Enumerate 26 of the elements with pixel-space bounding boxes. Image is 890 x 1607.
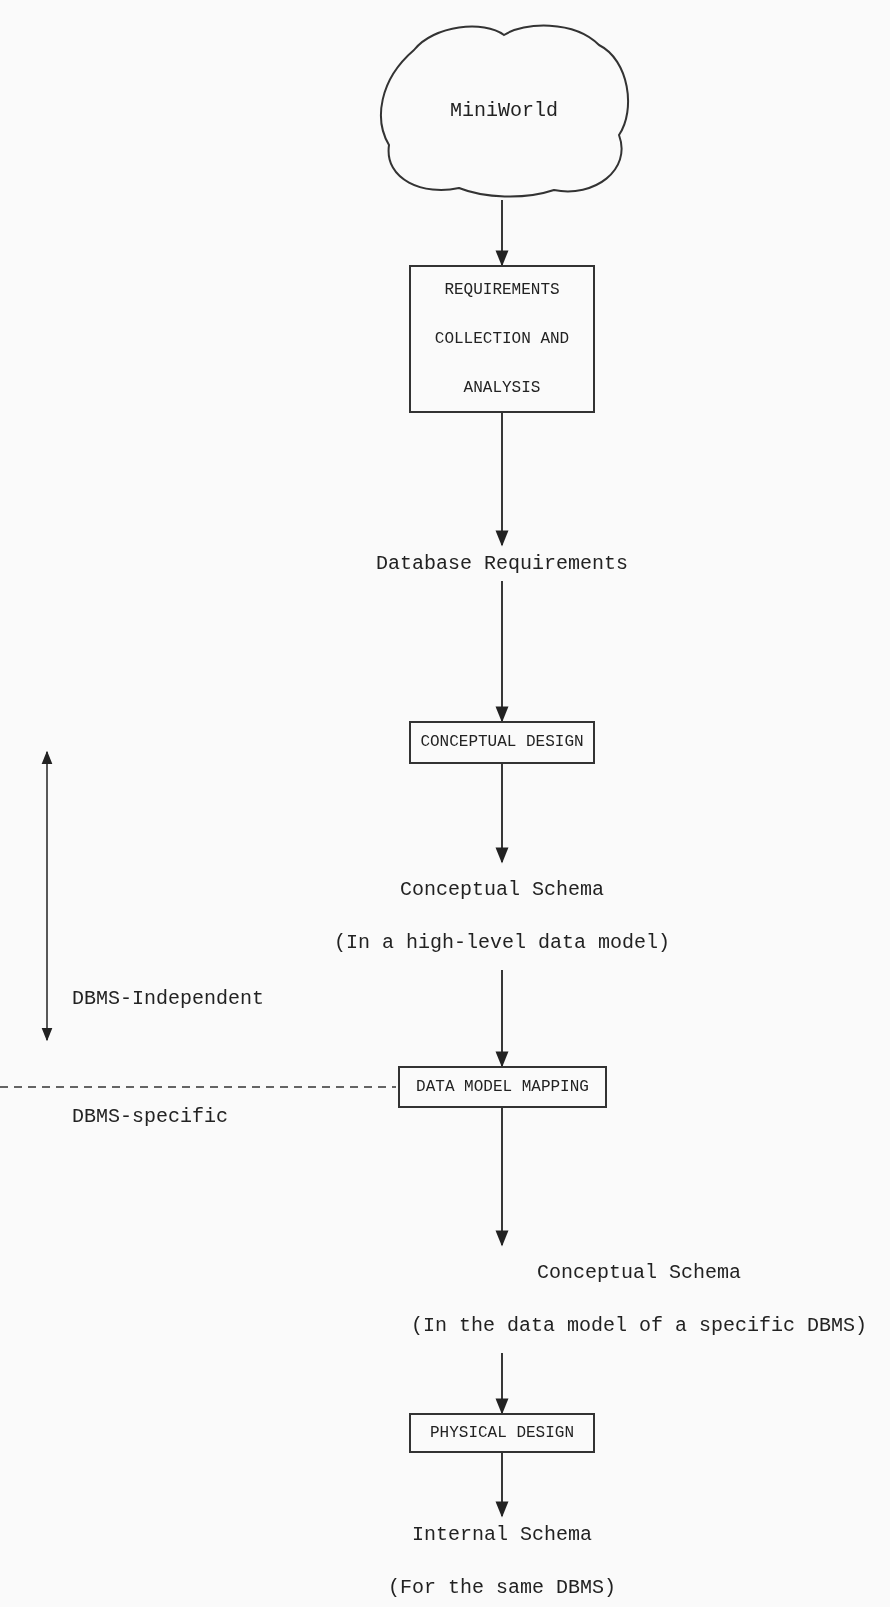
step-label: REQUIREMENTS COLLECTION AND ANALYSIS	[433, 279, 571, 399]
process-box	[398, 1066, 607, 1108]
process-box	[409, 721, 595, 764]
output-title: Database Requirements	[375, 550, 628, 577]
step-label: PHYSICAL DESIGN	[429, 1422, 575, 1444]
arrow	[495, 1352, 509, 1415]
arrow	[495, 1452, 509, 1518]
side-label: DBMS-Independent	[72, 987, 265, 1010]
step-label: DATA MODEL MAPPING	[415, 1076, 590, 1098]
arrow	[495, 969, 509, 1068]
step-label: MiniWorld	[450, 98, 558, 122]
output-title: Internal Schema	[412, 1522, 592, 1548]
arrow	[495, 1107, 509, 1247]
output-title: Conceptual Schema	[399, 877, 604, 903]
process-box	[409, 1413, 595, 1453]
side-label: DBMS-specific	[72, 1105, 229, 1128]
step-label: CONCEPTUAL DESIGN	[419, 732, 585, 753]
arrow	[495, 412, 509, 547]
arrow	[495, 580, 509, 723]
output-note: (For the same DBMS)	[387, 1575, 616, 1601]
arrow	[495, 763, 509, 864]
output-title: Conceptual Schema	[536, 1260, 741, 1286]
output-note: (In a high-level data model)	[333, 930, 671, 956]
arrow	[495, 199, 509, 267]
process-box	[409, 265, 595, 413]
output-note: (In the data model of a specific DBMS)	[410, 1313, 868, 1339]
